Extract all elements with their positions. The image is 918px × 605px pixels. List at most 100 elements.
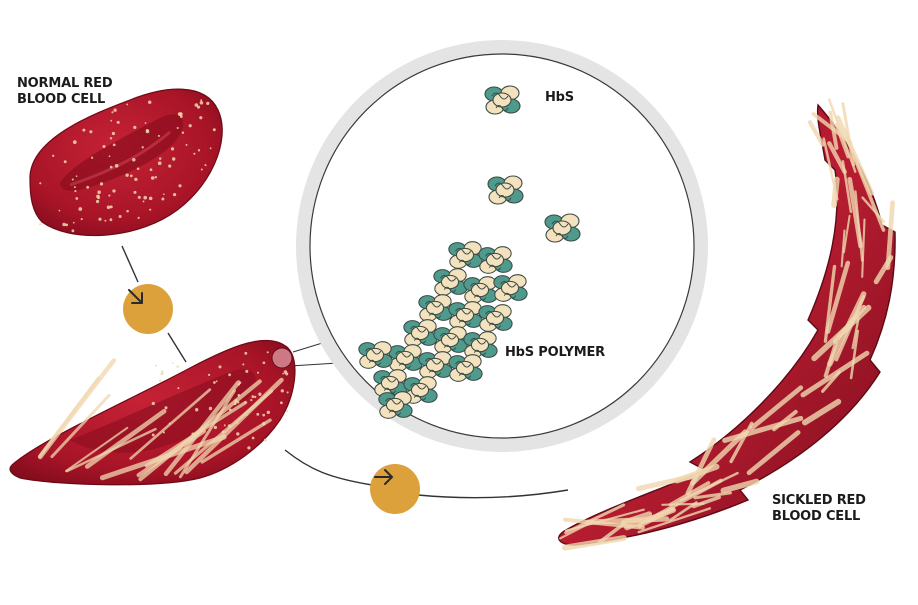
speckle [237, 394, 241, 397]
step-arrow-right [370, 464, 420, 514]
speckle [96, 194, 100, 199]
speckle [143, 195, 147, 200]
speckle [279, 401, 283, 405]
coil [500, 280, 517, 299]
speckle [199, 101, 204, 105]
fiber [841, 102, 856, 167]
normal-red-blood-cell [29, 88, 223, 237]
speckle [109, 137, 113, 140]
speckle [148, 196, 153, 201]
speckle [236, 401, 240, 404]
speckle [236, 422, 239, 424]
coil [485, 310, 502, 329]
speckle [223, 424, 226, 427]
fiber [564, 508, 645, 532]
connector-lines [121, 245, 569, 499]
speckle [242, 363, 245, 366]
transitional-cell [9, 339, 296, 486]
speckle [150, 176, 155, 180]
hbs-molecule [448, 241, 483, 269]
coil [365, 347, 382, 366]
speckle [114, 163, 119, 168]
subunit [552, 220, 572, 236]
speckle [62, 222, 66, 227]
speckle [136, 167, 140, 170]
fiber [729, 421, 754, 464]
coil [385, 397, 402, 416]
fiber [828, 98, 857, 173]
speckle [282, 372, 284, 375]
speckle [196, 105, 201, 109]
coil [470, 282, 487, 301]
speckle [126, 209, 129, 213]
speckle [171, 362, 174, 364]
hbs-molecule [388, 344, 423, 372]
transitional-cell-fibers [37, 358, 284, 482]
speckle [106, 205, 111, 210]
speckle [158, 157, 162, 160]
coil [440, 332, 457, 351]
speckle [199, 116, 203, 120]
speckle [177, 387, 180, 390]
fiber [823, 341, 838, 378]
hbs-molecule [448, 354, 483, 382]
speckle [286, 410, 289, 413]
speckle [133, 125, 137, 129]
speckle [266, 351, 269, 354]
speckle [206, 101, 210, 106]
speckle [145, 128, 149, 132]
sickled-red-blood-cell [558, 98, 896, 551]
speckle [149, 168, 153, 172]
hbs-molecule [544, 213, 581, 243]
speckle [155, 364, 157, 367]
speckle [208, 406, 213, 411]
speckle [157, 161, 162, 166]
fiber [637, 506, 676, 529]
fiber [99, 434, 227, 481]
coil [455, 360, 472, 379]
sickled-cell-body [558, 103, 896, 546]
speckle [158, 379, 162, 382]
fiber [873, 255, 894, 285]
speckle [247, 446, 251, 450]
speckle [109, 218, 113, 222]
speckle [168, 164, 172, 168]
subunit [410, 382, 430, 398]
speckle [286, 391, 289, 394]
speckle [112, 189, 116, 193]
speckle [234, 398, 238, 403]
fiber [800, 350, 870, 398]
label-hbs-polymer: HbS POLYMER [505, 345, 605, 360]
sickled-cell-fibers [559, 98, 895, 551]
speckle [194, 434, 197, 436]
fiber [50, 393, 111, 459]
subunit [485, 310, 505, 326]
speckle [200, 99, 203, 102]
subunit [410, 325, 430, 341]
normal-cell-highlight [69, 130, 171, 187]
speckle [176, 365, 179, 368]
speckle [228, 373, 232, 377]
speckle [164, 406, 168, 410]
fiber [847, 176, 863, 249]
speckle [258, 392, 262, 396]
fiber [668, 501, 698, 522]
coil [395, 350, 412, 369]
speckle [251, 395, 255, 399]
speckle [200, 168, 203, 171]
fiber [746, 430, 801, 476]
fiber [861, 218, 866, 278]
speckle [99, 182, 104, 186]
subunit [440, 274, 460, 290]
hbs-molecules [358, 85, 581, 419]
connector-arrow-to-transition [167, 332, 187, 363]
connector-normal-to-arrow [121, 245, 139, 283]
speckle [246, 414, 248, 416]
subunit [395, 350, 415, 366]
speckle [116, 120, 120, 124]
speckle [132, 158, 136, 162]
hbs-molecule [478, 246, 513, 274]
speckle [125, 173, 129, 177]
fiber [184, 377, 284, 475]
